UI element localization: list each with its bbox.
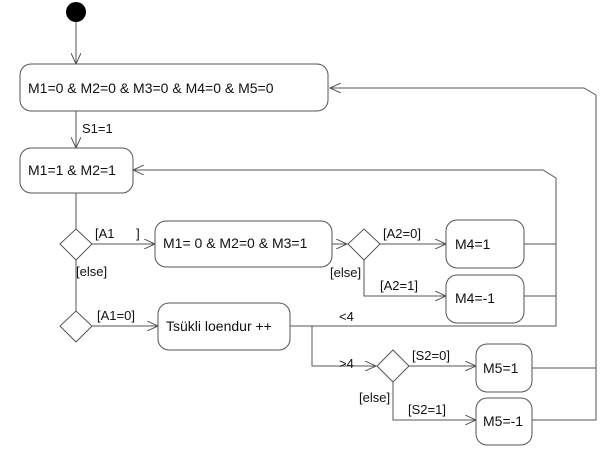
guard-a1: [A1 ]: [95, 226, 140, 241]
guard-a2-one: [A2=1]: [380, 278, 418, 293]
initial-node: [66, 2, 86, 22]
guard-else-2: [else]: [330, 265, 361, 280]
edges: [76, 22, 597, 421]
state-m1-m2-off-m3-on: M1= 0 & M2=0 & M3=1: [154, 220, 333, 268]
guard-else-1: [else]: [76, 264, 107, 279]
state-m1-m2-on-label: M1=1 & M2=1: [28, 162, 116, 178]
decision-a2: [347, 228, 381, 261]
edge-m5-neg-back: [532, 368, 597, 421]
edge-decision-s2-to-m5-neg: [392, 382, 476, 420]
state-m4-pos-label: M4=1: [455, 236, 491, 252]
state-all-zero: M1=0 & M2=0 & M3=0 & M4=0 & M5=0: [19, 63, 329, 112]
state-m4-neg: M4=-1: [445, 274, 525, 324]
guard-a2-zero: [A2=0]: [383, 226, 421, 241]
guard-labels: S1=1 [A1 ] [else] [A1=0] [A2=0] [else] […: [76, 121, 450, 417]
guard-a1-zero: [A1=0]: [97, 308, 135, 323]
edge-m5-pos-back: [330, 88, 597, 369]
decision-s2: [376, 349, 410, 383]
state-m5-pos-label: M5=1: [483, 360, 519, 376]
state-loop-counter: Tsükli loendur ++: [157, 302, 291, 351]
guard-else-3: [else]: [359, 390, 390, 405]
state-loop-counter-label: Tsükli loendur ++: [166, 318, 272, 334]
state-m1-m2-off-m3-on-label: M1= 0 & M2=0 & M3=1: [163, 235, 308, 251]
edge-counter-to-decision-s2: [311, 326, 376, 366]
guard-s2-zero: [S2=0]: [412, 348, 450, 363]
guard-lt4: <4: [339, 309, 354, 324]
edge-counter-lt4-back: [290, 296, 557, 327]
edge-decision-a2-to-m4-neg: [363, 260, 446, 296]
edge-m4-pos-back: [133, 170, 557, 245]
state-m1-m2-on: M1=1 & M2=1: [19, 147, 134, 194]
edge-m4-neg-back: [524, 244, 557, 297]
state-all-zero-label: M1=0 & M2=0 & M3=0 & M4=0 & M5=0: [28, 80, 274, 96]
decision-loop: [59, 310, 93, 343]
decision-a1: [59, 228, 93, 261]
guard-s2-one: [S2=1]: [408, 402, 446, 417]
guard-s1: S1=1: [82, 121, 113, 136]
guard-gt4: >4: [339, 356, 354, 371]
state-m4-neg-label: M4=-1: [455, 290, 495, 306]
state-m5-neg: M5=-1: [475, 397, 533, 446]
state-m4-pos: M4=1: [445, 219, 525, 269]
state-m5-neg-label: M5=-1: [483, 413, 523, 429]
state-m5-pos: M5=1: [475, 343, 533, 393]
